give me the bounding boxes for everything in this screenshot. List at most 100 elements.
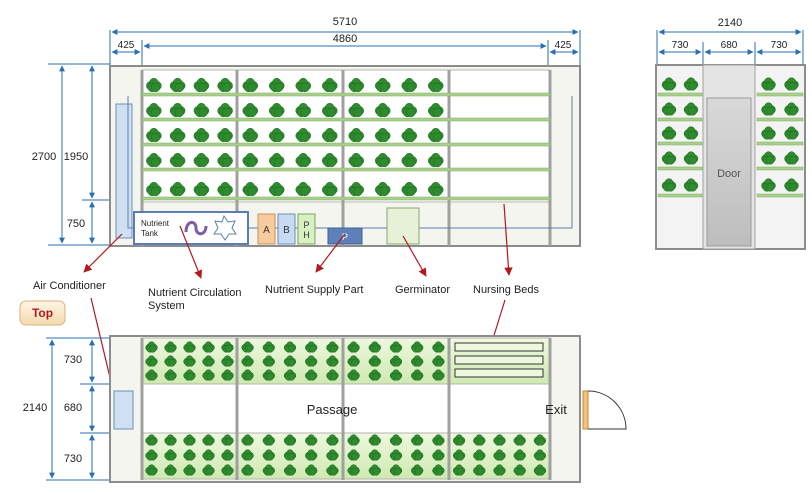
lettuce-plant-icon xyxy=(401,127,417,143)
callout-air-conditioner: Air Conditioner xyxy=(33,280,106,292)
lettuce-plant-icon xyxy=(145,341,158,353)
lettuce-plant-icon xyxy=(202,341,215,353)
lettuce-plant-icon xyxy=(305,369,318,381)
dim-front-inner: 4860 xyxy=(333,33,357,45)
lettuce-plant-icon xyxy=(784,126,799,140)
tank-b xyxy=(277,213,296,245)
air-conditioner-unit xyxy=(115,103,133,239)
lettuce-plant-icon xyxy=(241,449,254,461)
lettuce-plant-icon xyxy=(348,152,364,168)
lettuce-plant-icon xyxy=(428,102,444,118)
lettuce-plant-icon xyxy=(661,77,677,91)
side-plants xyxy=(661,77,799,192)
door-label: Door xyxy=(717,168,741,180)
lettuce-plant-icon xyxy=(221,464,234,476)
view-top-button-label: Top xyxy=(32,306,53,320)
top-view: Passage Exit xyxy=(109,335,627,483)
lettuce-plant-icon xyxy=(202,449,215,461)
lettuce-plant-icon xyxy=(368,369,381,381)
lettuce-plant-icon xyxy=(145,369,158,381)
lettuce-plant-icon xyxy=(368,341,381,353)
lettuce-plant-icon xyxy=(202,464,215,476)
lettuce-plant-icon xyxy=(347,449,360,461)
lettuce-plant-icon xyxy=(401,102,417,118)
lettuce-plant-icon xyxy=(784,102,799,116)
lettuce-plant-icon xyxy=(164,449,177,461)
lettuce-plant-icon xyxy=(683,126,699,140)
nursing-bed-tray xyxy=(454,355,544,365)
lettuce-plant-icon xyxy=(217,181,233,197)
growing-shelf xyxy=(657,166,703,171)
lettuce-plant-icon xyxy=(241,355,254,367)
lettuce-plant-icon xyxy=(326,355,339,367)
lettuce-plant-icon xyxy=(295,77,311,93)
dim-side-total: 2140 xyxy=(718,17,742,29)
lettuce-plant-icon xyxy=(389,464,403,476)
lettuce-plant-icon xyxy=(221,369,234,381)
lettuce-plant-icon xyxy=(761,178,776,192)
side-view: Door xyxy=(655,64,806,250)
dim-front-total: 5710 xyxy=(333,16,357,28)
lettuce-plant-icon xyxy=(269,77,285,93)
lettuce-plant-icon xyxy=(784,77,799,91)
lettuce-plant-icon xyxy=(452,464,466,476)
lettuce-plant-icon xyxy=(221,449,234,461)
lettuce-plant-icon xyxy=(432,464,445,476)
lettuce-plant-icon xyxy=(221,434,234,446)
lettuce-plant-icon xyxy=(322,127,338,143)
lettuce-plant-icon xyxy=(368,355,381,367)
lettuce-plant-icon xyxy=(283,355,297,367)
lettuce-plant-icon xyxy=(169,77,186,93)
lettuce-plant-icon xyxy=(661,102,677,116)
lettuce-plant-icon xyxy=(202,434,215,446)
lettuce-plant-icon xyxy=(348,181,364,197)
lettuce-plant-icon xyxy=(183,434,196,446)
growing-shelf xyxy=(657,193,703,198)
lettuce-plant-icon xyxy=(262,369,275,381)
lettuce-plant-icon xyxy=(428,127,444,143)
dim-side-right: 730 xyxy=(771,40,788,51)
lettuce-plant-icon xyxy=(432,341,445,353)
side-dimensions xyxy=(656,29,804,64)
lettuce-plant-icon xyxy=(242,181,258,197)
lettuce-plant-icon xyxy=(411,341,424,353)
lettuce-plant-icon xyxy=(533,449,547,461)
tank-a xyxy=(257,213,276,245)
lettuce-plant-icon xyxy=(326,369,339,381)
lettuce-plant-icon xyxy=(146,77,162,93)
front-dimensions xyxy=(48,29,581,246)
growing-shelf xyxy=(756,141,804,146)
exit-door xyxy=(582,390,589,430)
lettuce-plant-icon xyxy=(295,152,311,168)
lettuce-plant-icon xyxy=(411,355,424,367)
dim-top-mid: 680 xyxy=(64,402,82,414)
top-air-conditioner xyxy=(113,390,134,430)
lettuce-plant-icon xyxy=(145,355,158,367)
lettuce-plant-icon xyxy=(283,341,297,353)
passage-area xyxy=(141,383,551,434)
exit-label: Exit xyxy=(545,402,567,417)
exit-door-swing xyxy=(587,390,627,430)
view-top-button[interactable]: Top xyxy=(19,300,66,326)
callout-nutrient-supply: Nutrient Supply Part xyxy=(265,284,363,296)
lettuce-plant-icon xyxy=(389,449,403,461)
lettuce-plant-icon xyxy=(164,369,177,381)
dim-top-total: 2140 xyxy=(23,402,47,414)
supply-pump xyxy=(327,227,363,245)
lettuce-plant-icon xyxy=(322,102,338,118)
lettuce-plant-icon xyxy=(493,464,506,476)
lettuce-plant-icon xyxy=(432,369,445,381)
lettuce-plant-icon xyxy=(193,127,210,143)
dim-front-left-margin: 425 xyxy=(118,40,135,51)
lettuce-plant-icon xyxy=(661,178,677,192)
lettuce-plant-icon xyxy=(241,464,254,476)
dim-front-height-total: 2700 xyxy=(32,151,56,163)
lettuce-plant-icon xyxy=(683,151,699,165)
lettuce-plant-icon xyxy=(411,434,424,446)
growing-shelf xyxy=(141,92,551,97)
lettuce-plant-icon xyxy=(193,181,210,197)
lettuce-plant-icon xyxy=(145,464,158,476)
lettuce-plant-icon xyxy=(183,464,196,476)
lettuce-plant-icon xyxy=(784,151,799,165)
callout-germinator: Germinator xyxy=(395,284,450,296)
